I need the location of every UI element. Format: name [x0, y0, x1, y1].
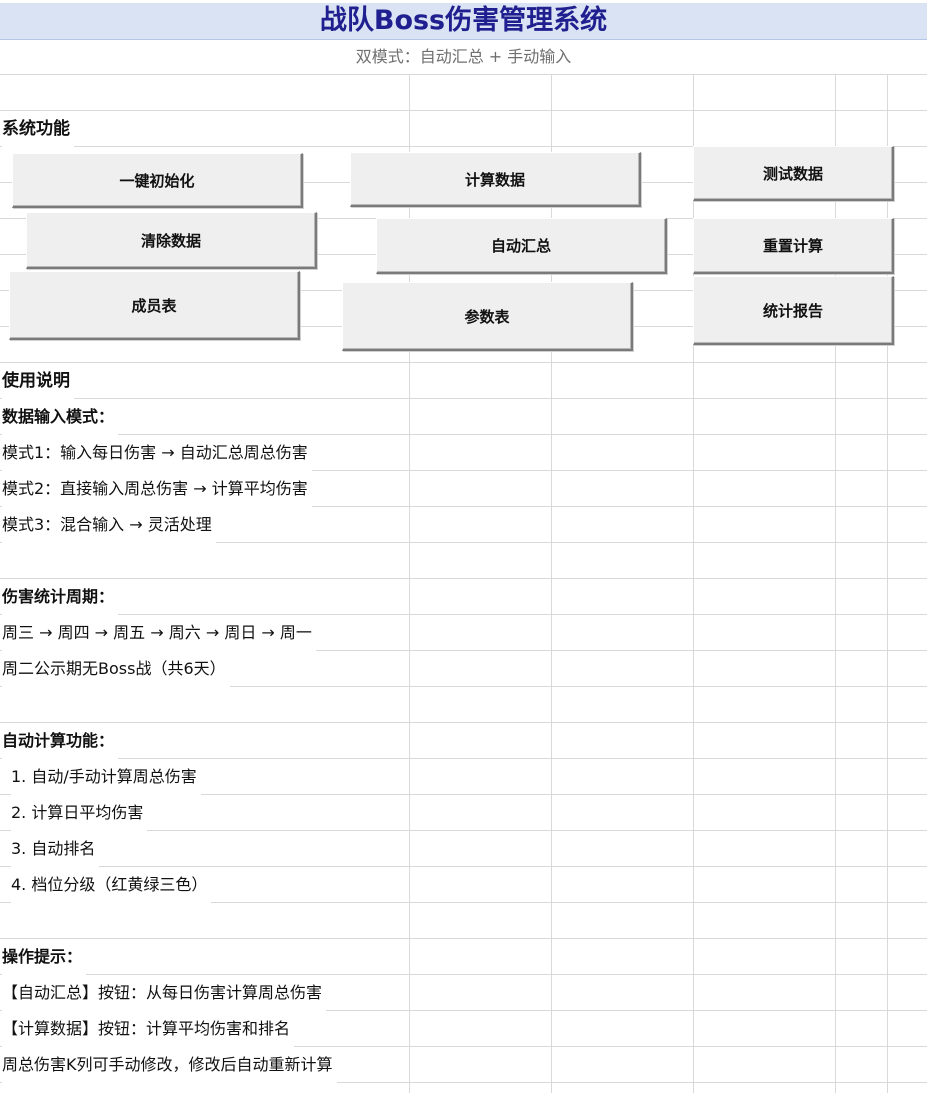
init-button[interactable]: 一键初始化 [12, 153, 303, 208]
test-data-button[interactable]: 测试数据 [693, 146, 894, 201]
mode-line: 模式1：输入每日伤害 → 自动汇总周总伤害 [2, 435, 312, 471]
grid-row-line [0, 938, 927, 939]
grid-row-line [0, 1046, 927, 1047]
grid-row-line [0, 578, 927, 579]
subtitle-banner [0, 40, 927, 74]
parameters-table-button[interactable]: 参数表 [342, 282, 633, 351]
grid-column-line [409, 74, 410, 1093]
grid-row-line [0, 470, 927, 471]
tip-line: 【计算数据】按钮：计算平均伤害和排名 [2, 1011, 295, 1047]
grid-row-line [0, 362, 927, 363]
auto-calc-item: 3. 自动排名 [11, 831, 100, 867]
calculate-data-button[interactable]: 计算数据 [350, 152, 641, 207]
grid-row-line [0, 794, 927, 795]
clear-data-button[interactable]: 清除数据 [26, 212, 317, 269]
grid-row-line [0, 1010, 927, 1011]
auto-calc-item: 4. 档位分级（红黄绿三色） [11, 867, 212, 903]
auto-calc-item: 1. 自动/手动计算周总伤害 [11, 759, 201, 795]
tip-line: 周总伤害K列可手动修改，修改后自动重新计算 [2, 1047, 337, 1083]
system-functions-heading: 系统功能 [2, 111, 74, 147]
grid-row-line [0, 74, 927, 75]
mode-line: 模式2：直接输入周总伤害 → 计算平均伤害 [2, 471, 312, 507]
members-table-button[interactable]: 成员表 [9, 271, 300, 340]
grid-row-line [0, 506, 927, 507]
grid-row-line [0, 146, 927, 147]
grid-row-line [0, 110, 927, 111]
grid-column-line [551, 74, 552, 1093]
tip-line: 【自动汇总】按钮：从每日伤害计算周总伤害 [2, 975, 327, 1011]
grid-row-line [0, 398, 927, 399]
mode-line: 模式3：混合输入 → 灵活处理 [2, 507, 216, 543]
cycle-line: 周二公示期无Boss战（共6天） [2, 651, 230, 687]
title-banner [0, 3, 927, 40]
cycle-line: 周三 → 周四 → 周五 → 周六 → 周日 → 周一 [2, 615, 316, 651]
grid-row-line [0, 974, 927, 975]
reset-calc-button[interactable]: 重置计算 [693, 218, 894, 274]
grid-row-line [0, 1082, 927, 1083]
cycle-heading: 伤害统计周期： [2, 579, 119, 615]
page-title: 战队Boss伤害管理系统 [319, 5, 608, 36]
grid-row-line [0, 722, 927, 723]
input-mode-heading: 数据输入模式： [2, 399, 119, 435]
page-subtitle: 双模式：自动汇总 + 手动输入 [355, 47, 572, 66]
auto-calc-item: 2. 计算日平均伤害 [11, 795, 148, 831]
grid-row-line [0, 902, 927, 903]
grid-row-line [0, 866, 927, 867]
auto-sum-button[interactable]: 自动汇总 [376, 218, 667, 274]
instructions-heading: 使用说明 [2, 363, 74, 399]
grid-row-line [0, 434, 927, 435]
grid-row-line [0, 614, 927, 615]
grid-row-line [0, 758, 927, 759]
stats-report-button[interactable]: 统计报告 [693, 276, 894, 345]
tips-heading: 操作提示： [2, 939, 87, 975]
grid-row-line [0, 650, 927, 651]
grid-row-line [0, 686, 927, 687]
grid-row-line [0, 542, 927, 543]
grid-column-line [887, 74, 888, 1093]
grid-column-line [693, 74, 694, 1093]
grid-column-line [835, 74, 836, 1093]
auto-calc-heading: 自动计算功能： [2, 723, 119, 759]
grid-row-line [0, 830, 927, 831]
